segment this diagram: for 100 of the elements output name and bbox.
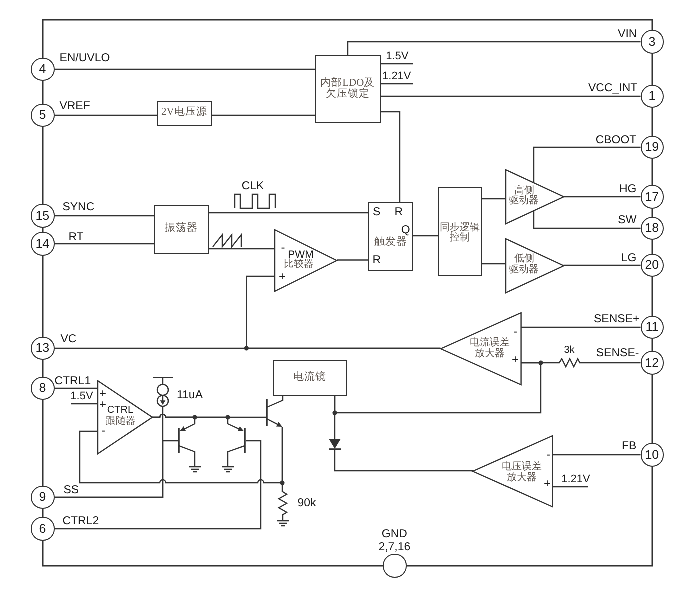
pin-number: 5 (39, 108, 46, 122)
wire (381, 96, 641, 98)
port-label: S (373, 207, 381, 219)
pin-label: RT (68, 232, 84, 244)
block-box (273, 360, 347, 396)
wire (347, 41, 641, 55)
pin-label: SENSE- (596, 348, 640, 360)
voltage-label: 1.5V (386, 51, 409, 62)
voltage-label: 1.5V (70, 392, 94, 402)
wire (552, 454, 641, 456)
pin-label: VC (60, 334, 77, 346)
block-label: 2V电压源 (161, 108, 208, 119)
pin-number: 9 (39, 490, 46, 504)
wire (482, 198, 506, 200)
wire (54, 440, 178, 498)
pin-number: 20 (645, 258, 660, 272)
block-box (154, 205, 209, 254)
pin-number: 19 (645, 140, 660, 154)
pin-label: CTRL1 (54, 376, 92, 388)
pin-number: 11 (646, 320, 659, 334)
wire (54, 215, 154, 217)
voltage-label: 1.21V (562, 474, 590, 486)
resistance-label: 3k (564, 346, 575, 356)
input-sign: + (99, 400, 106, 410)
pin-number: 14 (36, 237, 50, 250)
block-label: 高侧驱动器 (508, 186, 540, 207)
block-label: 振荡器 (164, 224, 198, 235)
input-sign: - (281, 242, 286, 254)
block-label: 比较器 (284, 260, 314, 270)
pin-number: 18 (645, 222, 660, 234)
pin-label: SYNC (62, 202, 95, 214)
pin-number: 13 (36, 342, 50, 354)
block-label: 电流误差放大器 (470, 338, 510, 360)
pin-label: EN/UVLO (60, 52, 110, 64)
block-label: PWM (288, 249, 314, 260)
block-label: 同步逻辑控制 (440, 223, 480, 244)
block-box (368, 202, 413, 271)
wire (334, 362, 542, 414)
pin-label: VIN (618, 29, 638, 41)
pin-number: 3 (648, 35, 656, 48)
pin-number: 6 (39, 522, 46, 535)
signal-label: CLK (242, 181, 264, 193)
pin-number: 17 (645, 190, 660, 203)
pin-number: 8 (39, 382, 46, 394)
wire (533, 210, 641, 230)
input-sign: + (544, 478, 551, 489)
pin-label: SW (618, 215, 637, 227)
pin-number: 10 (645, 448, 660, 461)
input-sign: + (99, 388, 106, 400)
wire (334, 450, 473, 472)
pin-number: 12 (645, 356, 660, 369)
wire (212, 114, 315, 116)
wire (381, 111, 401, 202)
pin-label: CBOOT (596, 134, 637, 146)
wire (521, 326, 641, 328)
wire (564, 264, 641, 266)
block-label: 跟随器 (106, 417, 136, 427)
wire (334, 396, 336, 439)
input-sign: + (279, 271, 286, 282)
pin-label: GND (382, 528, 408, 540)
wire (152, 414, 266, 418)
pin-label: HG (619, 184, 637, 196)
block-label: CTRL (107, 406, 134, 416)
pin-label: SENSE+ (594, 314, 640, 326)
block-label: 电压误差放大器 (502, 462, 542, 484)
wire (337, 260, 368, 261)
pin-label: FB (622, 441, 637, 453)
wire (413, 235, 438, 237)
wire (564, 196, 641, 198)
input-sign: - (546, 450, 550, 460)
port-label: R (394, 207, 404, 219)
pin-number: 15 (36, 209, 50, 222)
pin-label: VCC_INT (588, 83, 638, 95)
input-sign: - (513, 326, 518, 337)
pin-label: CTRL2 (62, 516, 100, 528)
input-sign: - (101, 426, 106, 436)
block-label: 内部LDO及欠压锁定 (320, 78, 376, 100)
wire (54, 440, 262, 530)
wire (209, 248, 275, 250)
block-label: 电流镜 (293, 372, 326, 384)
wire (79, 428, 284, 484)
block-box (438, 187, 482, 276)
wire (533, 146, 641, 184)
wire (54, 68, 315, 70)
block-box (157, 101, 212, 126)
wire (209, 212, 368, 214)
wire (54, 388, 98, 390)
pin-number: 1 (648, 90, 656, 102)
voltage-label: 1.21V (382, 71, 412, 82)
pin-number: 4 (39, 62, 46, 76)
port-label: R (372, 255, 382, 267)
wire (54, 243, 154, 245)
wire (482, 263, 506, 265)
pin-label: 2,7,16 (378, 542, 411, 554)
resistance-label: 90k (298, 498, 316, 510)
current-label: 11uA (177, 390, 203, 402)
pin-label: LG (621, 252, 637, 264)
input-sign: + (512, 354, 519, 365)
wire (246, 276, 441, 350)
wire (54, 114, 157, 116)
